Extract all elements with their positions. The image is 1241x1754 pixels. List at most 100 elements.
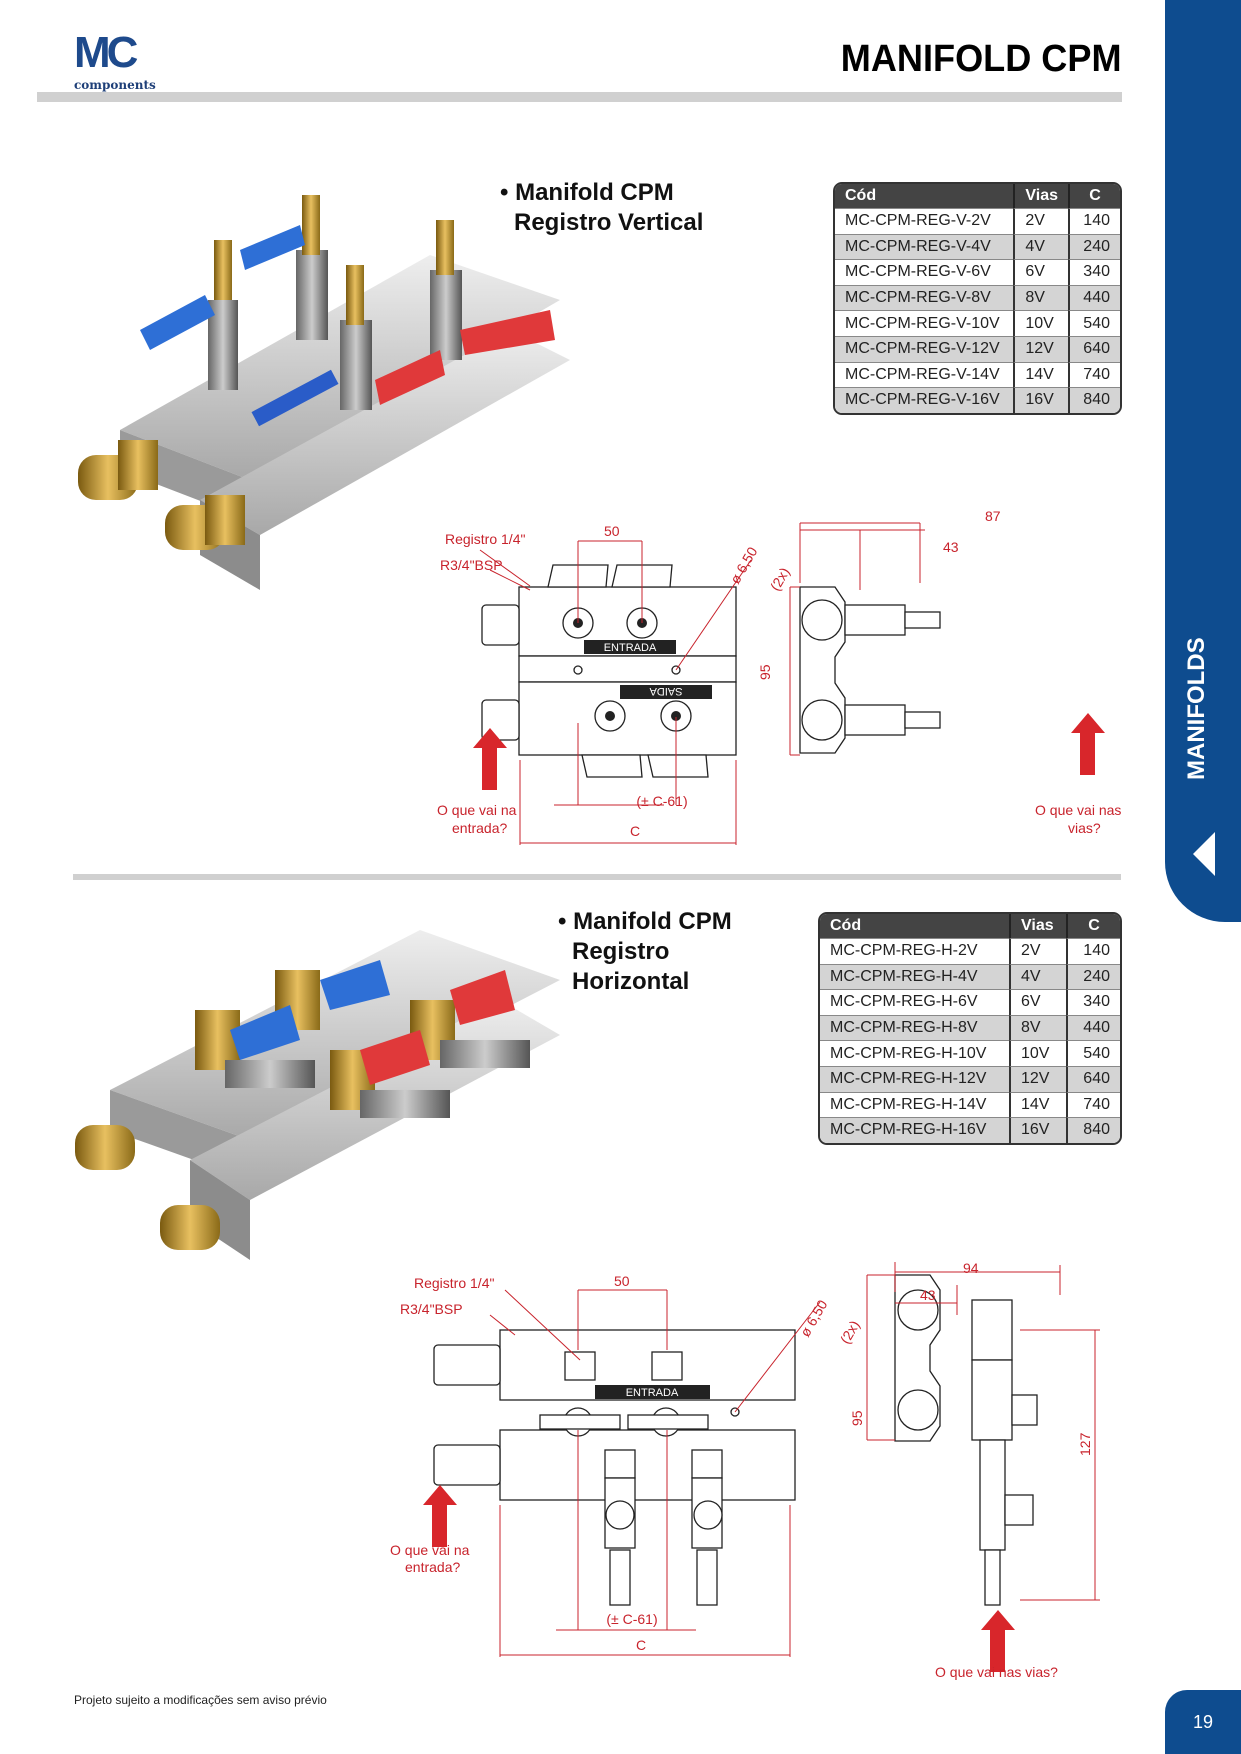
vias-cell: 12V: [1013, 335, 1068, 362]
title-line: Registro: [572, 938, 670, 965]
page-number: 19: [1165, 1690, 1241, 1754]
dim-height: 95: [849, 1410, 865, 1426]
code-cell: MC-CPM-REG-V-2V: [835, 208, 1014, 234]
rosca-label: R3/4"BSP: [400, 1301, 463, 1317]
dim-hole-count: (2x): [767, 565, 793, 594]
arrow-up-icon: [423, 1485, 457, 1547]
c-cell: 840: [1068, 387, 1120, 413]
dim-length: C: [630, 823, 640, 839]
dim-width-partial: 43: [943, 539, 959, 555]
dim-spacing: 50: [614, 1273, 630, 1289]
vias-cell: 6V: [1013, 259, 1068, 285]
bullet: •: [500, 179, 509, 206]
c-cell: 140: [1068, 208, 1120, 234]
technical-drawing-vertical: ENTRADA SAIDA Registro 1/4" R3/4"BSP 50 …: [437, 508, 1121, 845]
c-cell: 240: [1068, 233, 1120, 260]
vias-cell: 14V: [1013, 361, 1068, 388]
code-cell: MC-CPM-REG-H-14V: [820, 1091, 1009, 1118]
c-cell: 840: [1066, 1117, 1120, 1143]
question-vias: O que vai nas vias?: [935, 1664, 1058, 1680]
question-entrada: O que vai na: [390, 1542, 470, 1558]
c-cell: 740: [1068, 361, 1120, 388]
c-cell: 740: [1066, 1091, 1120, 1118]
page-title: MANIFOLD CPM: [841, 38, 1122, 80]
question-vias: vias?: [1068, 820, 1101, 836]
vias-cell: 12V: [1009, 1065, 1066, 1092]
c-cell: 540: [1068, 310, 1120, 336]
arrow-up-icon: [981, 1610, 1015, 1672]
product-title-vertical: • Manifold CPM Registro Vertical: [500, 178, 703, 238]
code-cell: MC-CPM-REG-V-16V: [835, 387, 1014, 413]
vias-cell: 10V: [1009, 1040, 1066, 1066]
registro-label: Registro 1/4": [414, 1275, 494, 1291]
c-cell: 240: [1066, 963, 1120, 990]
dim-width-total: 87: [985, 508, 1001, 524]
c-cell: 640: [1066, 1065, 1120, 1092]
registro-label: Registro 1/4": [445, 531, 525, 547]
product-photo-horizontal: [75, 930, 560, 1260]
c-cell: 440: [1066, 1014, 1120, 1041]
code-cell: MC-CPM-REG-H-12V: [820, 1065, 1009, 1092]
vias-cell: 4V: [1013, 233, 1068, 260]
code-cell: MC-CPM-REG-V-12V: [835, 335, 1014, 362]
question-entrada: O que vai na: [437, 802, 517, 818]
code-cell: MC-CPM-REG-V-8V: [835, 284, 1014, 311]
dim-hole-count: (2x): [837, 1318, 863, 1347]
title-line: Registro Vertical: [514, 209, 704, 236]
vias-cell: 6V: [1009, 989, 1066, 1015]
question-vias: O que vai nas: [1035, 802, 1121, 818]
product-photo-vertical: [78, 195, 570, 590]
col-header: C: [1068, 184, 1120, 208]
valves: [140, 195, 555, 410]
entrada-label: ENTRADA: [626, 1387, 679, 1399]
dim-hole: ø 6,50: [797, 1297, 831, 1340]
col-header: Vias: [1009, 914, 1066, 938]
col-header: Cód: [835, 184, 1014, 208]
brass-inlet: [78, 440, 245, 550]
vias-cell: 16V: [1009, 1117, 1066, 1143]
col-header: Cód: [820, 914, 1009, 938]
technical-drawing-horizontal: ENTRADA Registro 1/4" R3/4"BSP 50 ø 6,50…: [390, 1260, 1100, 1680]
dim-spacing: 50: [604, 523, 620, 539]
vias-cell: 2V: [1013, 208, 1068, 234]
dim-length: C: [636, 1637, 646, 1653]
code-cell: MC-CPM-REG-V-14V: [835, 361, 1014, 388]
saida-label: SAIDA: [649, 685, 683, 697]
dim-width-total: 94: [963, 1260, 979, 1276]
product-title-horizontal: • Manifold CPM Registro Horizontal: [558, 907, 732, 997]
dim-hole: ø 6,50: [727, 544, 761, 587]
disclaimer: Projeto sujeito a modificações sem aviso…: [74, 1693, 327, 1707]
arrow-up-icon: [1071, 713, 1105, 775]
vias-cell: 14V: [1009, 1091, 1066, 1118]
c-cell: 440: [1068, 284, 1120, 311]
c-cell: 340: [1066, 989, 1120, 1015]
title-line: Manifold CPM: [515, 179, 674, 206]
section-side-tab[interactable]: MANIFOLDS: [1165, 0, 1241, 922]
c-cell: 140: [1066, 938, 1120, 964]
vias-cell: 10V: [1013, 310, 1068, 336]
c-cell: 640: [1068, 335, 1120, 362]
vias-cell: 2V: [1009, 938, 1066, 964]
c-cell: 540: [1066, 1040, 1120, 1066]
code-cell: MC-CPM-REG-H-10V: [820, 1040, 1009, 1066]
dim-width-partial: 43: [920, 1287, 936, 1303]
vias-cell: 8V: [1013, 284, 1068, 311]
code-cell: MC-CPM-REG-V-4V: [835, 233, 1014, 260]
question-entrada: entrada?: [405, 1559, 460, 1575]
vias-cell: 16V: [1013, 387, 1068, 413]
section-divider: [73, 874, 1121, 880]
c-cell: 340: [1068, 259, 1120, 285]
